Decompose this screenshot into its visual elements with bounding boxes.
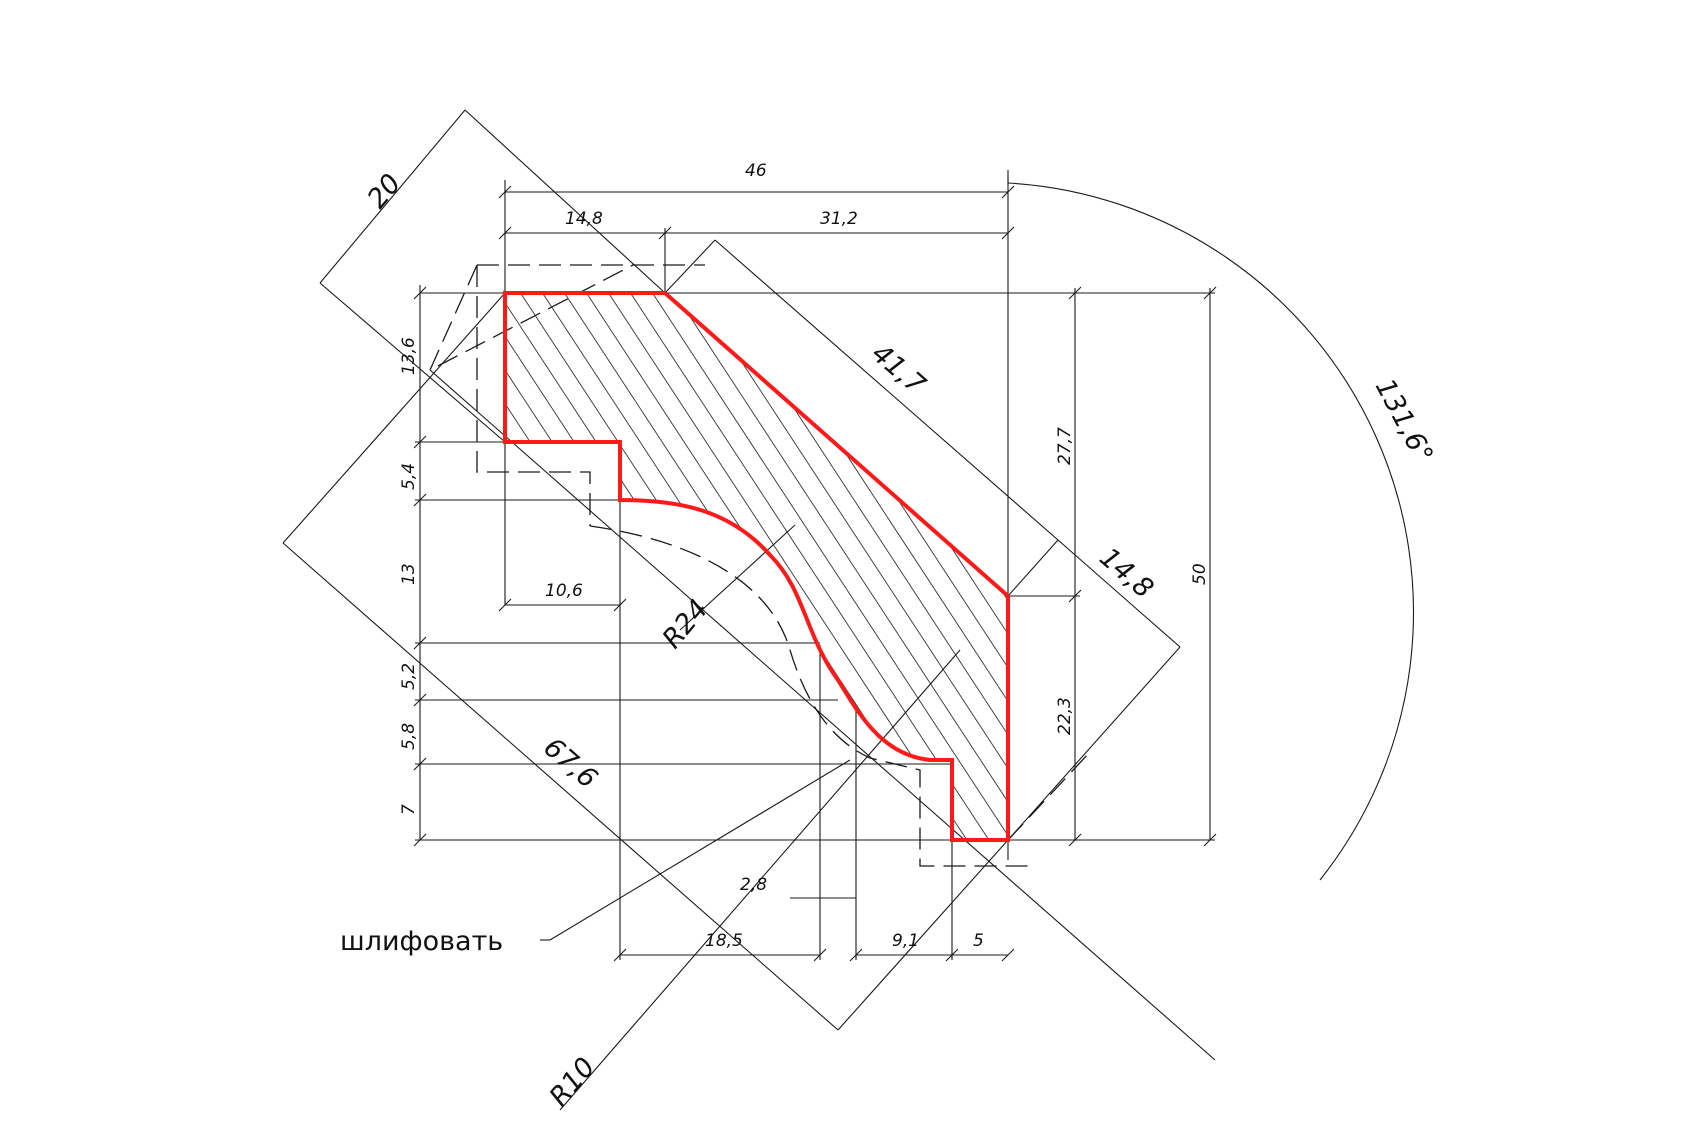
hatch-line <box>505 293 717 840</box>
hatch-line <box>1546 280 1690 860</box>
hatch-line <box>1656 280 1690 860</box>
dimension-ticks <box>413 185 1217 962</box>
hatch-line <box>1326 280 1690 860</box>
hatch-line <box>0 280 364 860</box>
hatch-line <box>1106 280 1486 860</box>
hatch-line <box>1238 280 1618 860</box>
dim-50: 50 <box>1190 563 1210 585</box>
dim-41-7: 41,7 <box>865 338 931 401</box>
hatch-line <box>1568 280 1690 860</box>
dim-r24: R24 <box>657 594 715 655</box>
hatch-line <box>1480 280 1690 860</box>
hatch-line <box>1502 280 1690 860</box>
hatch-line <box>907 293 1008 840</box>
hatch-line <box>0 280 320 860</box>
hatch-line <box>1194 280 1574 860</box>
dim-13: 13 <box>399 563 419 585</box>
dim-5-2: 5,2 <box>399 663 419 690</box>
hatch-line <box>995 293 1008 840</box>
hatch-line <box>1524 280 1690 860</box>
hatch-line <box>505 293 541 840</box>
hatch-line <box>1128 280 1508 860</box>
dim-10-6: 10,6 <box>545 581 583 601</box>
dim-46: 46 <box>745 161 767 181</box>
dim-14-8-top: 14,8 <box>565 209 603 229</box>
dim-2-8: 2,8 <box>740 875 767 895</box>
dim-20: 20 <box>362 168 408 214</box>
hatch-line <box>505 293 519 840</box>
hatch-line <box>753 293 1008 840</box>
hatch-line <box>28 280 408 860</box>
hatch-line <box>863 293 1008 840</box>
hatch-line <box>1260 280 1640 860</box>
hatch-line <box>1282 280 1662 860</box>
hatch-line <box>505 293 871 840</box>
hatch-line <box>1392 280 1690 860</box>
hatch-line <box>505 293 585 840</box>
dim-31-2: 31,2 <box>820 209 858 229</box>
hatch-line <box>643 293 1008 840</box>
dim-14-8-side: 14,8 <box>1093 542 1159 605</box>
hatch-line <box>665 293 1008 840</box>
hatch-line <box>50 280 430 860</box>
hatch-line <box>1612 280 1690 860</box>
hatch-line <box>1370 280 1690 860</box>
hatch-line <box>621 293 1003 840</box>
dim-131-6-deg: 131,6° <box>1369 374 1439 469</box>
hatch-line <box>6 280 386 860</box>
dim-7: 7 <box>399 804 419 815</box>
hatch-line <box>1436 280 1690 860</box>
hatch-line <box>72 280 452 860</box>
hatch-line <box>1216 280 1596 860</box>
hatch-line <box>1590 280 1690 860</box>
hatch-line <box>1458 280 1690 860</box>
molding-profile-outline <box>503 291 1010 842</box>
hatch-line <box>1414 280 1690 860</box>
dimension-lines <box>282 109 1415 1111</box>
hatch-line <box>731 293 1008 840</box>
dim-27-7: 27,7 <box>1055 427 1075 465</box>
hatch-line <box>687 293 1008 840</box>
dim-18-5: 18,5 <box>705 931 743 951</box>
dim-r10: R10 <box>544 1052 602 1113</box>
grinding-note: шлифовать <box>340 926 503 957</box>
hatch-line <box>505 293 673 840</box>
dim-22-3: 22,3 <box>1055 697 1075 735</box>
hatch-line <box>1304 280 1684 860</box>
dim-5-8: 5,8 <box>399 723 419 750</box>
dim-13-6: 13,6 <box>399 337 419 375</box>
hatch-line <box>1040 280 1420 860</box>
hatch-line <box>0 280 342 860</box>
dim-5: 5 <box>973 931 984 951</box>
dim-9-1: 9,1 <box>892 931 919 951</box>
dim-67-6: 67,6 <box>537 732 603 795</box>
section-hatching <box>0 280 1690 860</box>
hatch-line <box>1634 280 1690 860</box>
dim-5-4: 5,4 <box>399 463 419 490</box>
hatch-line <box>1678 280 1690 860</box>
hatch-line <box>1348 280 1690 860</box>
hatch-line <box>1172 280 1552 860</box>
